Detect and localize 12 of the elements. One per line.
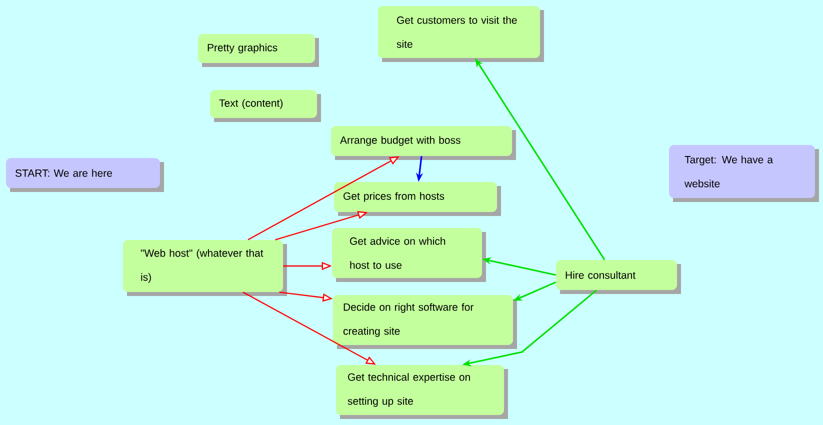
process-box: Get prices from hosts <box>334 182 501 216</box>
card: START: We are here <box>6 158 164 192</box>
process-box: Arrange budget with boss <box>331 126 516 160</box>
card: Target: We have a website <box>669 145 819 202</box>
process-box: "Web host" (whatever that is) <box>123 240 287 296</box>
process-box: Get advice on which host to use <box>332 228 486 282</box>
process-box: Pretty graphics <box>198 34 319 67</box>
process-box: Decide on right software for creating site <box>333 294 517 349</box>
process-box: Text (content) <box>210 90 321 122</box>
process-box: Get customers to visit the site <box>378 6 544 62</box>
process-box: Hire consultant <box>556 260 681 294</box>
process-box: Get technical expertise on setting up site <box>336 364 508 419</box>
